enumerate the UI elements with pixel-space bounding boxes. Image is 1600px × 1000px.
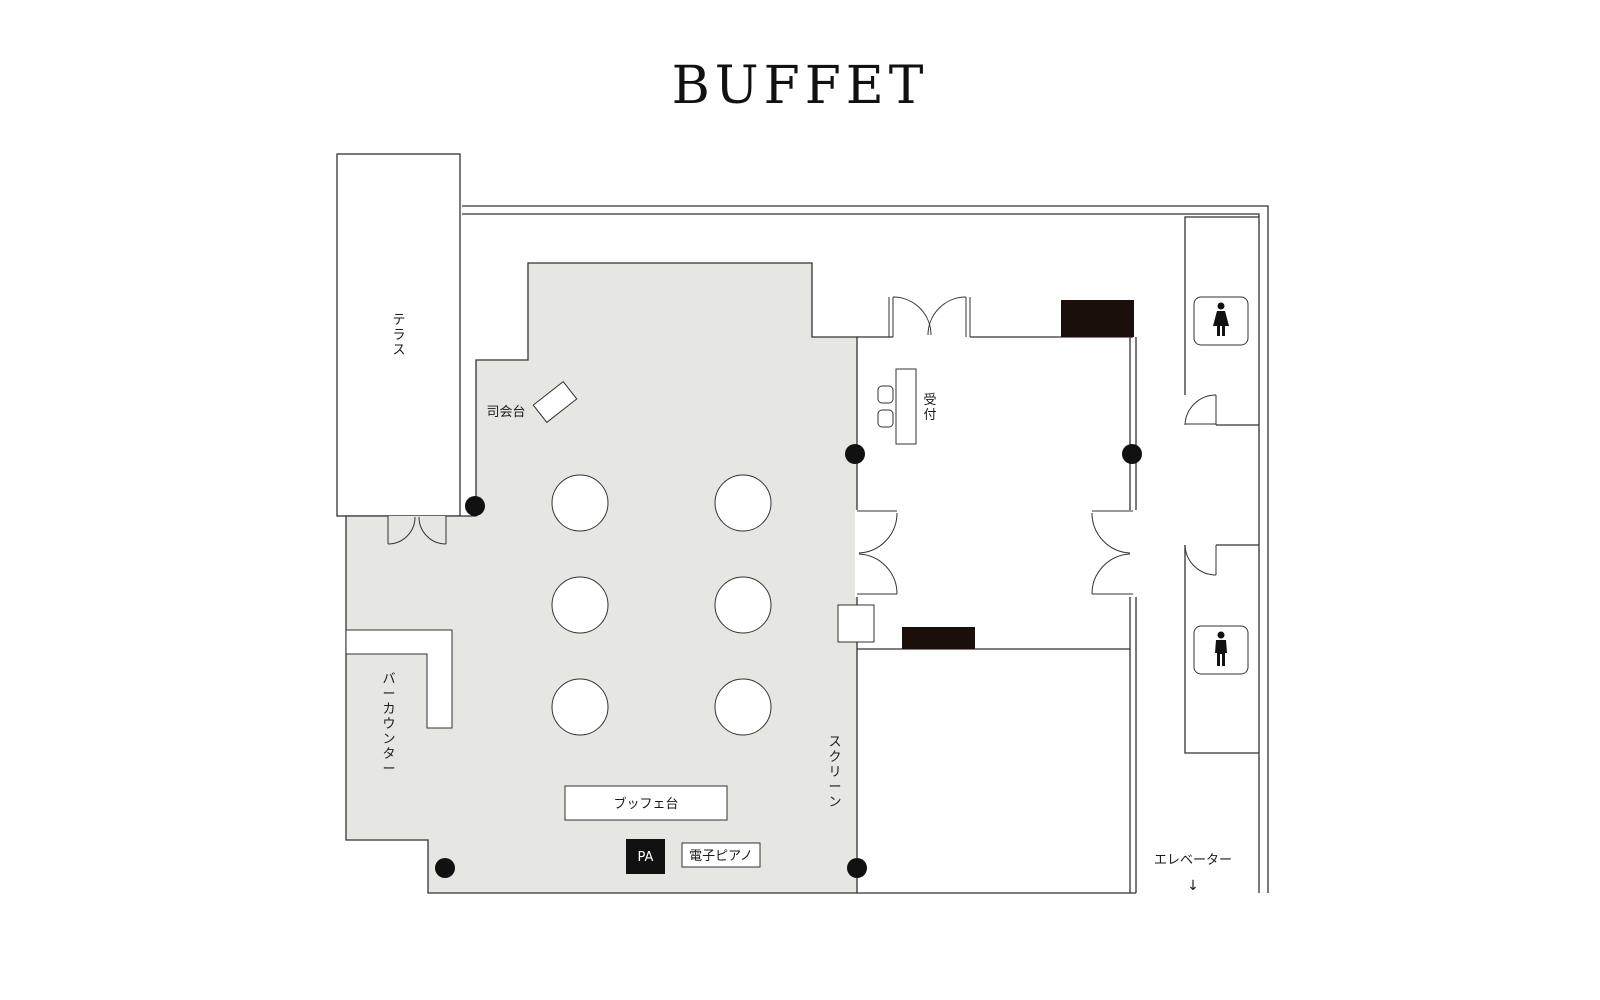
woman-restroom-icon xyxy=(1193,296,1249,346)
round-table xyxy=(551,474,609,532)
restroom-walls xyxy=(1184,216,1259,754)
round-table xyxy=(714,576,772,634)
page-title: BUFFET xyxy=(671,56,929,116)
terrace-door xyxy=(387,516,447,545)
pillar xyxy=(847,858,867,878)
outer-walls xyxy=(462,205,1269,893)
reception-label-text: 受付 xyxy=(923,393,937,423)
shelf-block-top xyxy=(1061,300,1134,337)
round-table xyxy=(714,678,772,736)
buffet-table xyxy=(564,785,728,821)
pa-block xyxy=(626,839,665,874)
electronic-piano-label: 電子ピアノ xyxy=(689,849,753,864)
round-table xyxy=(714,474,772,532)
banquet-hall xyxy=(345,262,858,894)
pillar xyxy=(465,496,485,516)
electronic-piano xyxy=(681,842,761,868)
corridor-door xyxy=(1091,510,1133,595)
mc-stand-label: 司会台 xyxy=(486,405,525,420)
mc-stand xyxy=(532,380,578,424)
terrace xyxy=(336,153,461,517)
man-restroom-icon xyxy=(1193,625,1249,675)
reception-entrance-door xyxy=(888,296,971,337)
screen-box xyxy=(837,604,875,643)
buffet-table-label: ブッフェ台 xyxy=(613,796,678,812)
pillar xyxy=(1122,444,1142,464)
round-tables xyxy=(551,474,772,736)
shelf-block-bottom xyxy=(902,627,975,649)
hall-door xyxy=(855,510,898,597)
terrace-label-text: テラス xyxy=(392,313,406,358)
elevator-label: エレベーター xyxy=(1154,853,1232,868)
round-table xyxy=(551,678,609,736)
elevator-arrow: ↓ xyxy=(1187,878,1199,894)
restroom-doors xyxy=(1184,394,1217,576)
bar-counter-label: バーカウンター xyxy=(382,672,396,777)
pillars xyxy=(435,444,1142,878)
round-table xyxy=(551,576,609,634)
pillar xyxy=(845,444,865,464)
reception-desk xyxy=(877,368,917,445)
screen-label: スクリーン xyxy=(828,735,842,810)
pa-label: PA xyxy=(638,850,654,865)
pillar xyxy=(435,858,455,878)
bar-counter xyxy=(345,629,453,729)
